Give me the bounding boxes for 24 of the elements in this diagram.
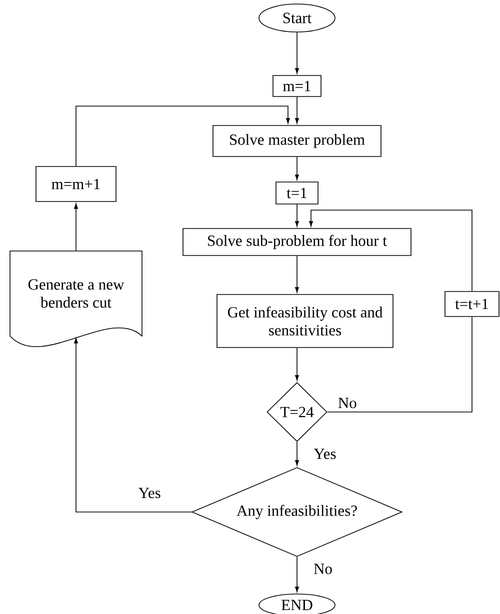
- process-box: t=1: [276, 182, 318, 204]
- process-box: Solve sub-problem for hour t: [182, 228, 412, 256]
- edge-label: Yes: [312, 448, 338, 460]
- process-box: m=1: [272, 75, 322, 97]
- arrow: [74, 203, 78, 252]
- edge-label: No: [336, 396, 358, 410]
- arrow: [74, 338, 192, 512]
- arrow: [295, 556, 299, 592]
- process-box: m=m+1: [36, 166, 116, 202]
- arrow: [295, 442, 299, 466]
- edge-label: Yes: [137, 486, 162, 500]
- edge-label: No: [312, 562, 334, 576]
- arrow: [295, 96, 299, 124]
- arrow: [295, 156, 299, 180]
- arrow: [295, 256, 299, 293]
- arrow: [295, 32, 299, 74]
- process-box: Get infeasibility cost and sensitivities: [216, 294, 394, 348]
- arrow: [295, 204, 299, 227]
- arrow: [295, 348, 299, 381]
- process-box: t=t+1: [444, 291, 500, 317]
- arrow: [309, 210, 472, 292]
- process-box: Solve master problem: [212, 125, 382, 157]
- arrow: [76, 106, 290, 166]
- terminal-oval: Start: [258, 4, 336, 32]
